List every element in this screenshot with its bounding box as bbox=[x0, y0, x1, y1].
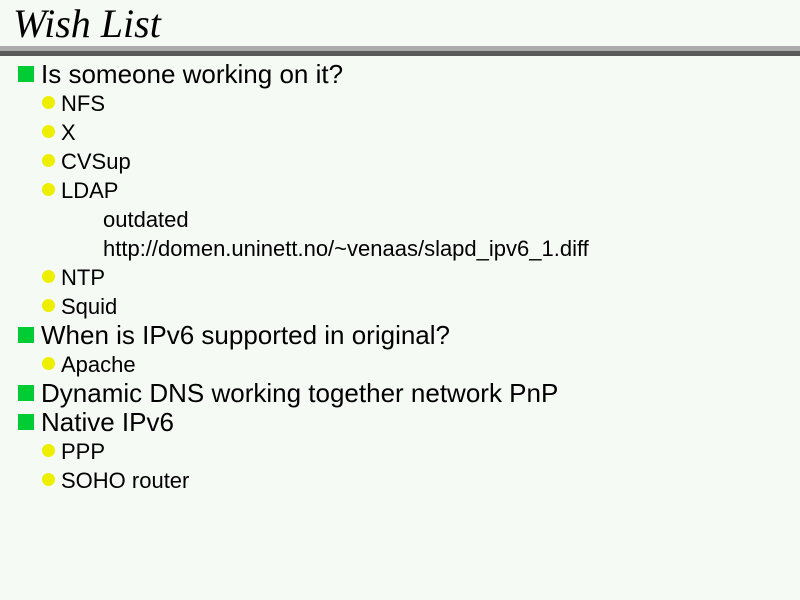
list-item-text: Dynamic DNS working together network PnP bbox=[41, 378, 559, 408]
list-item-text: SOHO router bbox=[61, 467, 190, 493]
list-item-text: CVSup bbox=[61, 148, 131, 174]
list-item: Squid bbox=[0, 292, 800, 321]
circle-bullet-icon bbox=[42, 473, 55, 486]
square-bullet-icon bbox=[18, 413, 34, 430]
list-item: NFS bbox=[0, 89, 800, 118]
list-item: CVSup bbox=[0, 147, 800, 176]
list-item: SOHO router bbox=[0, 466, 800, 495]
list-item: Is someone working on it? bbox=[0, 59, 800, 89]
list-item: When is IPv6 supported in original? bbox=[0, 320, 800, 350]
title-rule bbox=[0, 46, 800, 56]
list-item-text: When is IPv6 supported in original? bbox=[41, 320, 451, 350]
list-item: Apache bbox=[0, 350, 800, 379]
title-rule-dark-band bbox=[0, 51, 800, 56]
list-item: X bbox=[0, 118, 800, 147]
list-item: Dynamic DNS working together network PnP bbox=[0, 378, 800, 408]
list-item: Native IPv6 bbox=[0, 407, 800, 437]
slide-title: Wish List bbox=[13, 1, 161, 46]
list-item-text: Squid bbox=[61, 293, 118, 319]
circle-bullet-icon bbox=[42, 299, 55, 312]
list-item: PPP bbox=[0, 437, 800, 466]
list-item-text: X bbox=[61, 119, 76, 145]
title-rule-light-band bbox=[0, 46, 800, 51]
list-item-text: LDAP bbox=[61, 177, 119, 203]
list-item-text: NFS bbox=[61, 90, 105, 116]
list-item-text: NTP bbox=[61, 264, 105, 290]
circle-bullet-icon bbox=[42, 125, 55, 138]
circle-bullet-icon bbox=[42, 444, 55, 457]
circle-bullet-icon bbox=[42, 96, 55, 109]
list-item: http://domen.uninett.no/~venaas/slapd_ip… bbox=[0, 234, 800, 263]
square-bullet-icon bbox=[18, 326, 34, 343]
list-item-text: http://domen.uninett.no/~venaas/slapd_ip… bbox=[103, 235, 589, 261]
circle-bullet-icon bbox=[42, 270, 55, 283]
list-item-text: Apache bbox=[61, 351, 136, 377]
circle-bullet-icon bbox=[42, 183, 55, 196]
square-bullet-icon bbox=[18, 65, 34, 82]
list-item: outdated bbox=[0, 205, 800, 234]
circle-bullet-icon bbox=[42, 154, 55, 167]
list-item: NTP bbox=[0, 263, 800, 292]
square-bullet-icon bbox=[18, 384, 34, 401]
list-item-text: outdated bbox=[103, 206, 189, 232]
list-item-text: Native IPv6 bbox=[41, 407, 174, 437]
list-item-text: PPP bbox=[61, 438, 106, 464]
list-item: LDAP bbox=[0, 176, 800, 205]
circle-bullet-icon bbox=[42, 357, 55, 370]
list-item-text: Is someone working on it? bbox=[41, 59, 344, 89]
